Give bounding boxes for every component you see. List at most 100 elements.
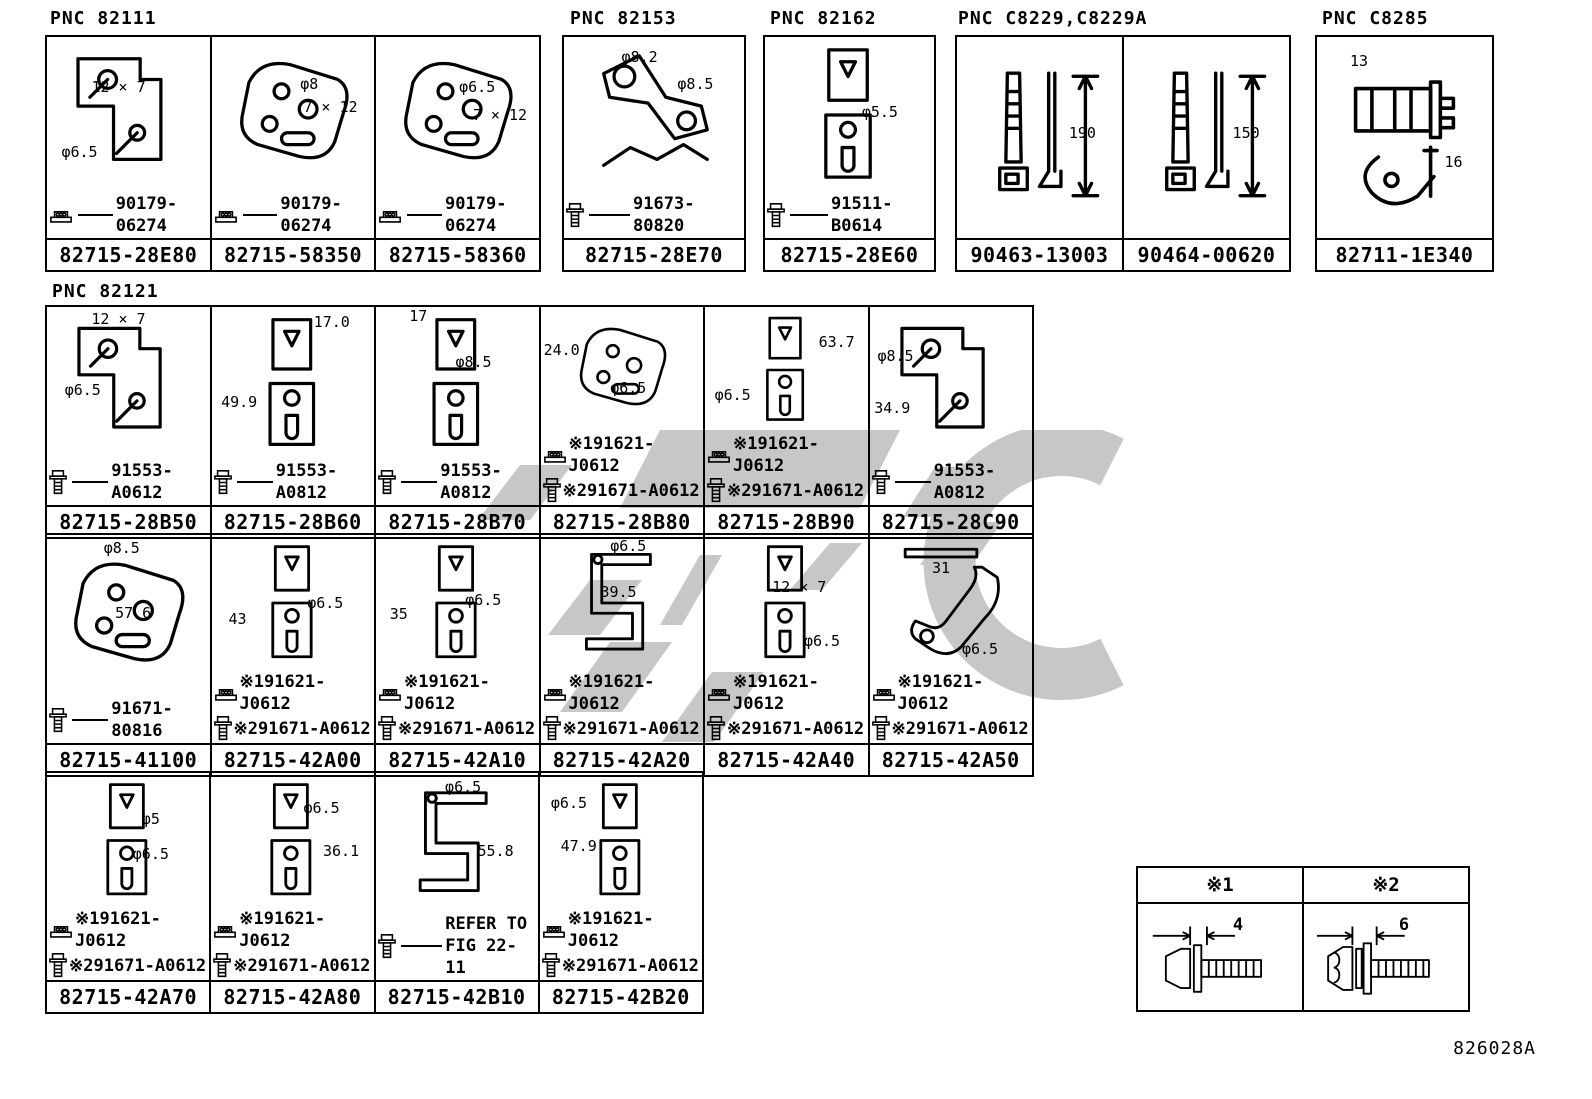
part-number[interactable]: 82715-42A40 (705, 743, 868, 775)
fastener-area: 91673-80820 (564, 193, 744, 238)
part-number[interactable]: 82715-28E60 (765, 238, 934, 270)
dimension-label: 49.9 (221, 392, 258, 411)
part-number[interactable]: 82715-58360 (376, 238, 540, 270)
part-number[interactable]: 82715-28B70 (376, 505, 539, 537)
fastener-number: ※191621-J0612 (239, 672, 326, 714)
dimension-label: 7 × 12 (303, 98, 358, 117)
fastener-line: ※191621-J0612 (543, 433, 703, 477)
part-number[interactable]: 82715-42A50 (869, 743, 1032, 775)
dimension-label: 31 (931, 558, 951, 577)
dimension-label: φ6.5 (445, 778, 482, 796)
bolt-icon (566, 202, 584, 229)
bolt-icon (542, 952, 560, 979)
fastener-area: ※191621-J0612※291671-A0612 (211, 908, 373, 980)
fastener-line: ※191621-J0612 (707, 671, 867, 715)
part-number[interactable]: 82715-42B20 (539, 980, 702, 1012)
part-drawing-area: φ6.5 55.8 (376, 773, 538, 913)
part-drawing (382, 311, 533, 456)
part-number[interactable]: 90463-13003 (957, 238, 1122, 270)
fastener-area: REFER TO FIG 22-11 (376, 913, 538, 980)
dimension-label: 34.9 (874, 398, 911, 417)
part-number[interactable]: 82715-28B60 (211, 505, 374, 537)
dimension-label: φ8.5 (677, 74, 714, 93)
legend-body-row: 4 6 (1138, 904, 1468, 1010)
part-number[interactable]: 82715-28C90 (869, 505, 1032, 537)
part-number[interactable]: 82711-1E340 (1317, 238, 1492, 270)
fastener-number: ※291671-A0612 (398, 718, 536, 739)
legend-bolt-cell-2: 6 (1304, 904, 1468, 1010)
fastener-area: ※191621-J0612※291671-A0612 (376, 671, 539, 743)
part-drawing (547, 311, 698, 429)
part-number[interactable]: 82715-42A70 (47, 980, 210, 1012)
bolt-icon (378, 715, 396, 742)
part-number[interactable]: 82715-42A20 (540, 743, 703, 775)
fastener-area: 91553-A0812 (870, 460, 1033, 505)
fastener-number: 91671-80816 (111, 699, 173, 741)
part-number[interactable]: 82715-42A80 (211, 980, 374, 1012)
dimension-label: 63.7 (818, 333, 855, 352)
part-number[interactable]: 82715-41100 (47, 743, 210, 775)
nut-icon (542, 922, 566, 939)
part-number[interactable]: 82715-28B80 (540, 505, 703, 537)
fastener-line: ※191621-J0612 (707, 433, 867, 477)
part-number[interactable]: 82715-58350 (211, 238, 375, 270)
bolt-icon (378, 469, 396, 496)
fastener-line: ※291671-A0612 (213, 952, 372, 979)
nut-icon (378, 685, 402, 702)
figure-code: 826028A (1453, 1038, 1536, 1059)
fastener-area: ※191621-J0612※291671-A0612 (705, 671, 868, 743)
part-drawing (382, 539, 533, 667)
pnc-label: PNC C8229,C8229A (958, 8, 1148, 29)
fastener-line: 90179-06274 (214, 193, 374, 237)
part-number[interactable]: 82715-28B50 (47, 505, 210, 537)
part-number[interactable]: 82715-42B10 (375, 980, 538, 1012)
part-drawing-area: φ5.5 (765, 37, 934, 193)
dimension-label: 16 (1444, 152, 1463, 171)
fastener-area: ※191621-J0612※291671-A0612 (540, 908, 702, 980)
fastener-number: 90179-06274 (445, 194, 507, 236)
fastener-number: 91553-A0812 (933, 461, 996, 503)
fastener-number: 90179-06274 (280, 194, 342, 236)
leader-dash (400, 945, 443, 947)
fastener-area: ※191621-J0612※291671-A0612 (541, 671, 704, 743)
dimension-label: 13 (1349, 52, 1369, 71)
nut-icon (543, 685, 567, 702)
dimension-label: φ6.5 (714, 386, 751, 405)
fastener-line: ※291671-A0612 (378, 715, 538, 742)
fastener-area: 91553-A0612 (47, 460, 210, 505)
part-number[interactable]: 82715-28B90 (705, 505, 868, 537)
part-number[interactable]: 82715-28E80 (47, 238, 210, 270)
fastener-area: 91553-A0812 (212, 460, 375, 505)
dimension-label: 39.5 (600, 583, 637, 602)
part-number[interactable]: 90464-00620 (1124, 238, 1289, 270)
part-number[interactable]: 82715-42A00 (211, 743, 374, 775)
legend-header-ref1: ※1 (1138, 868, 1304, 902)
dimension-label: 55.8 (477, 842, 514, 861)
bolt-icon (213, 952, 231, 979)
dimension-label: φ6.5 (803, 632, 841, 651)
part-drawing (1323, 41, 1486, 234)
bolt-icon (707, 715, 725, 742)
leader-dash (78, 214, 113, 216)
part-number[interactable]: 82715-42A10 (376, 743, 539, 775)
dimension-label: 57.6 (115, 604, 152, 623)
part-number[interactable]: 82715-28E70 (564, 238, 744, 270)
legend-table: ※1 ※2 4 6 (1136, 866, 1470, 1012)
fastener-line: ※291671-A0612 (214, 715, 374, 742)
